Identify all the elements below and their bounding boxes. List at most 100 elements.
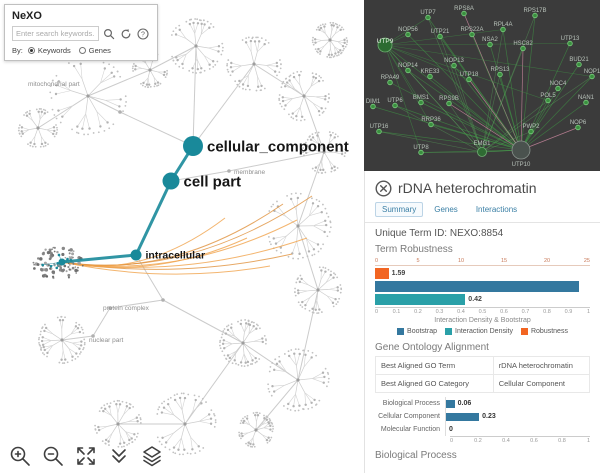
- gene-node-label: RPS17B: [523, 8, 546, 14]
- go-table-value: Cellular Component: [492, 374, 591, 393]
- go-chart-value: 0: [449, 426, 453, 433]
- svg-text:intracellular: intracellular: [146, 250, 206, 262]
- gene-node-label: NOP56: [398, 27, 418, 33]
- go-chart-row: Molecular Function 0: [375, 423, 590, 436]
- go-chart-category: Cellular Component: [378, 413, 440, 420]
- refresh-icon[interactable]: [119, 27, 133, 41]
- search-by-label: By:: [12, 46, 23, 55]
- gene-node-label: RPS8A: [454, 6, 474, 12]
- fit-to-screen-icon[interactable]: [74, 444, 98, 468]
- legend-label: Interaction Density: [455, 328, 513, 335]
- bar-bootstrap: [375, 281, 580, 292]
- legend-label: Robustness: [530, 328, 568, 335]
- gene-node-label: NOP1: [584, 69, 600, 75]
- gene-node-label: UTP10: [512, 162, 531, 168]
- go-chart-row: Biological Process 0.06: [375, 397, 590, 410]
- robustness-legend: Bootstrap Interaction Density Robustness: [375, 328, 590, 335]
- collapse-icon[interactable]: [107, 444, 131, 468]
- go-chart-category: Biological Process: [382, 400, 440, 407]
- bar-value-label: 0.42: [468, 296, 482, 303]
- gene-node-label: NSA2: [482, 37, 498, 43]
- search-input[interactable]: [12, 26, 99, 41]
- robustness-section-title: Term Robustness: [375, 244, 453, 255]
- gene-node-label: UTP21: [431, 29, 450, 35]
- bar-robustness: [375, 268, 389, 279]
- detail-tabs: Summary Genes Interactions: [375, 202, 590, 217]
- svg-text:cell part: cell part: [184, 173, 242, 190]
- tab-interactions[interactable]: Interactions: [475, 205, 518, 214]
- svg-text:?: ?: [141, 31, 145, 38]
- gene-node-label: NOP14: [398, 63, 418, 69]
- go-chart-bar: [446, 399, 455, 408]
- gene-node-label: HSC82: [513, 41, 533, 47]
- tab-genes[interactable]: Genes: [434, 205, 458, 214]
- mode-label: Genes: [88, 46, 111, 55]
- search-panel: NeXO ? By: Keywords Genes: [4, 4, 158, 61]
- gene-node-label: UTP16: [370, 124, 389, 130]
- tab-summary[interactable]: Summary: [375, 202, 424, 217]
- gene-node-label: UTP7: [420, 10, 436, 16]
- go-chart-category: Molecular Function: [380, 426, 440, 433]
- gene-node-label: NOP13: [444, 58, 464, 64]
- mode-genes[interactable]: Genes: [78, 46, 111, 55]
- zoom-out-icon[interactable]: [41, 444, 65, 468]
- zoom-in-icon[interactable]: [8, 444, 32, 468]
- robustness-bar-row: [375, 281, 590, 292]
- gene-node-label: UTP13: [561, 36, 580, 42]
- radio-genes[interactable]: [78, 47, 86, 54]
- bar-value-label: 1.59: [391, 270, 406, 277]
- go-chart-value: 0.06: [457, 400, 472, 407]
- go-table-value: rDNA heterochromatin: [492, 356, 591, 375]
- term-title: rDNA heterochromatin: [398, 180, 537, 196]
- zoom-controls: [8, 444, 164, 468]
- mode-keywords[interactable]: Keywords: [27, 46, 71, 55]
- gene-node-label: KRE33: [420, 69, 440, 75]
- close-icon[interactable]: [375, 179, 392, 197]
- gene-node-label: DIM1: [366, 99, 381, 105]
- go-chart-row: Cellular Component 0.23: [375, 410, 590, 423]
- svg-text:membrane: membrane: [234, 169, 265, 176]
- gene-node-label: UTP6: [387, 98, 403, 104]
- gene-node-label: NOP6: [570, 120, 587, 126]
- robustness-axis-label: Interaction Density & Bootstrap: [434, 317, 531, 324]
- app-title: NeXO: [12, 10, 42, 22]
- go-table-key: Best Aligned GO Category: [375, 374, 494, 393]
- legend-item-interaction-density: Interaction Density: [445, 328, 513, 335]
- gene-node-label: PWP2: [522, 124, 540, 130]
- mode-label: Keywords: [37, 46, 71, 55]
- biological-process-title: Biological Process: [375, 450, 457, 461]
- gene-node-label: NAN1: [578, 95, 595, 101]
- robustness-bar-row: 1.59: [375, 268, 590, 279]
- go-table-key: Best Aligned GO Term: [375, 356, 494, 375]
- go-alignment-title: Gene Ontology Alignment: [375, 342, 489, 353]
- layers-icon[interactable]: [140, 444, 164, 468]
- divider: [365, 222, 600, 223]
- gene-node-label: UTP8: [413, 145, 429, 151]
- radio-keywords[interactable]: [27, 47, 35, 54]
- gene-node-label: BMS1: [413, 95, 430, 101]
- gene-node-label: RRP36: [421, 117, 441, 123]
- legend-swatch: [397, 328, 405, 335]
- go-chart-value: 0.23: [482, 413, 496, 420]
- svg-text:nuclear part: nuclear part: [89, 337, 124, 344]
- gene-node-label: POL5: [540, 93, 556, 99]
- legend-label: Bootstrap: [407, 328, 437, 335]
- legend-swatch: [520, 328, 528, 335]
- legend-swatch: [445, 328, 452, 335]
- robustness-bar-row: 0.42: [375, 294, 590, 305]
- help-icon[interactable]: ?: [136, 27, 150, 41]
- gene-node-label: RPS13: [490, 67, 510, 73]
- gene-node-label: RPS22A: [460, 27, 483, 33]
- search-icon[interactable]: [102, 27, 116, 41]
